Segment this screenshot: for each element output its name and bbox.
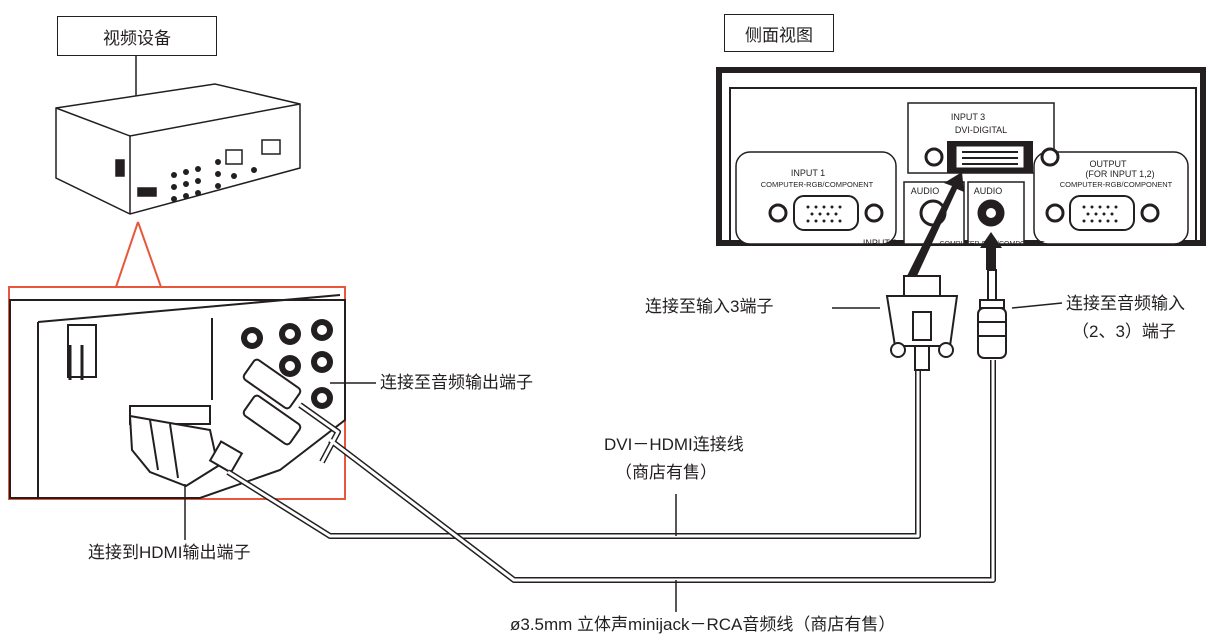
- input1-sub-label: COMPUTER-RGB/COMPONENT: [761, 180, 874, 189]
- video-device-box: 视频设备: [57, 16, 217, 56]
- audio-label-b: AUDIO: [974, 186, 1003, 196]
- label-leader-lines: [184, 302, 1063, 612]
- output-sub1-label: (FOR INPUT 1,2): [1085, 169, 1154, 179]
- dvi-cable-label-1: DVI－HDMI连接线: [604, 435, 744, 454]
- connect-input3-label: 连接至输入3端子: [645, 297, 774, 316]
- connect-audio-out-label: 连接至音频输出端子: [380, 373, 533, 392]
- output-sub2-label: COMPUTER-RGB/COMPONENT: [1060, 180, 1173, 189]
- hdmi-plug: [128, 414, 244, 488]
- dvi-plug: [885, 275, 959, 371]
- dvi-insert-arrow: [906, 172, 964, 278]
- input2-partial-label: INPUT 2: [863, 238, 897, 248]
- minijack-plug: [977, 269, 1007, 359]
- input1-label: INPUT 1: [791, 168, 825, 178]
- side-view-label: 侧面视图: [745, 25, 813, 45]
- connect-audio-in-label-1: 连接至音频输入: [1066, 294, 1185, 313]
- side-view-box: 侧面视图: [724, 14, 834, 52]
- audio-cable-label: ø3.5mm 立体声minijack－RCA音频线（商店有售）: [510, 615, 896, 634]
- input3-label: INPUT 3: [951, 112, 985, 122]
- projector-side-panel: [716, 67, 1206, 246]
- video-device-illustration: [55, 83, 301, 215]
- dvi-cable-label-2: （商店有售）: [615, 463, 717, 482]
- dvi-hdmi-cable: [226, 345, 921, 539]
- audio-cable: [298, 360, 996, 583]
- audio-label-a: AUDIO: [911, 186, 940, 196]
- video-device-label: 视频设备: [103, 28, 171, 48]
- audio-insert-arrow: [980, 232, 1002, 270]
- output-label: OUTPUT: [1090, 159, 1128, 169]
- connect-hdmi-out-label: 连接到HDMI输出端子: [88, 543, 251, 562]
- connect-audio-in-label-2: （2、3）端子: [1072, 322, 1176, 341]
- input3-sub-label: DVI-DIGITAL: [955, 125, 1007, 135]
- rca-plugs: [242, 358, 302, 446]
- zoomed-rear-panel: [9, 294, 346, 499]
